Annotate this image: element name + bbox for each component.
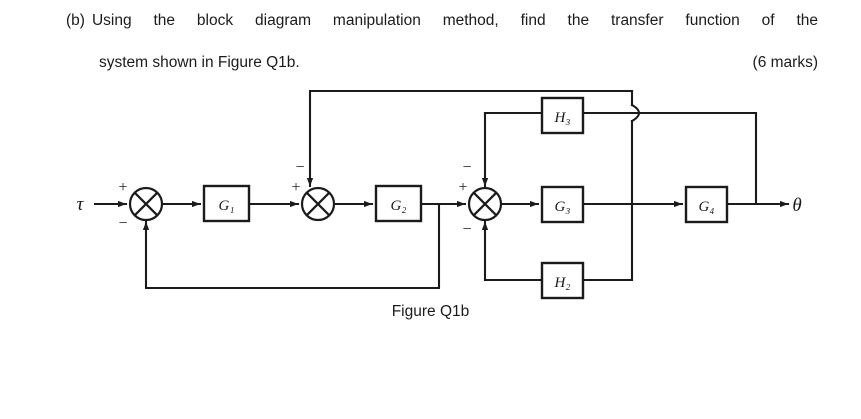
summing-junction-1 [128, 186, 164, 222]
block-label-g3: G₃ [554, 199, 570, 215]
block-label-g4: G₄ [698, 199, 714, 215]
sign-sum3-minus-top: − [462, 159, 471, 176]
block-label-g2: G₂ [390, 198, 406, 214]
block-g2: G₂ [374, 184, 423, 223]
summing-junction-3 [467, 186, 503, 222]
wire-outer-feedback-to-sum1 [142, 202, 441, 290]
marks-allocation: (6 marks) [752, 54, 818, 71]
figure-caption: Figure Q1b [391, 303, 470, 320]
sign-sum1-minus: − [118, 215, 127, 232]
question-body-first-line: Using the block diagram manipulation met… [91, 12, 818, 29]
signal-labels: τ θ [77, 194, 802, 216]
summing-junction-2 [300, 186, 336, 222]
sign-annotations: + − + − + − − [118, 159, 471, 238]
output-signal-label: θ [792, 195, 801, 216]
sign-sum2-plus: + [291, 179, 300, 196]
block-label-h2: H₂ [553, 275, 570, 291]
wire-top-feedback-to-sum2 [306, 89, 634, 188]
question-body-second-line: system shown in Figure Q1b. [99, 54, 300, 71]
block-h2: H₂ [540, 261, 585, 300]
input-signal-label: τ [77, 194, 85, 215]
transfer-function-blocks: G₁ G₂ G₃ G₄ H₃ H₂ [202, 96, 729, 300]
block-g3: G₃ [540, 185, 585, 224]
sign-sum1-plus: + [118, 179, 127, 196]
question-line-1: (b) Using the block diagram manipulation… [66, 8, 818, 34]
block-h3: H₃ [540, 96, 585, 135]
sign-sum2-minus: − [295, 159, 304, 176]
question-line-2: system shown in Figure Q1b. (6 marks) [66, 50, 818, 76]
sign-sum3-minus-bottom: − [462, 221, 471, 238]
block-g1: G₁ [202, 184, 251, 223]
sign-sum3-plus: + [458, 179, 467, 196]
question-label: (b) [66, 12, 85, 29]
block-g4: G₄ [684, 185, 729, 224]
summing-junctions [128, 186, 503, 222]
question-text: (b) Using the block diagram manipulation… [66, 8, 818, 76]
block-label-g1: G₁ [218, 198, 234, 214]
block-label-h3: H₃ [553, 110, 570, 126]
